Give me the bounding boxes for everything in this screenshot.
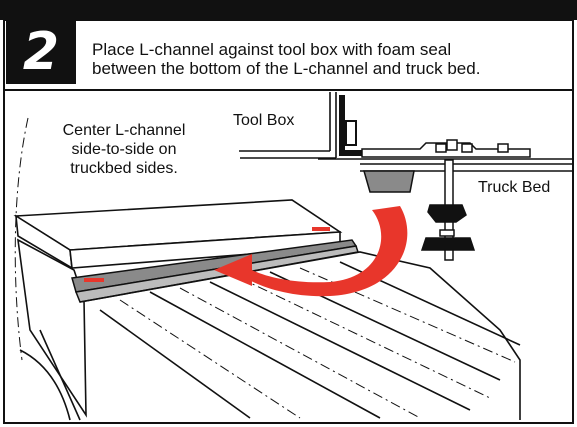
center-note: Center L-channel side-to-side on truckbe… [40, 121, 208, 178]
center-note-line-3: truckbed sides. [70, 160, 178, 177]
center-note-line-2: side-to-side on [71, 141, 177, 158]
placement-arrow [214, 206, 408, 297]
center-note-line-1: Center L-channel [62, 122, 186, 139]
step-number: 2 [22, 22, 60, 82]
truck-bed-label: Truck Bed [478, 179, 551, 196]
clamp-knob [420, 159, 476, 261]
tool-box [13, 199, 343, 418]
foam-seal [363, 170, 415, 193]
instruction-line-2: between the bottom of the L-channel and … [92, 59, 481, 78]
header-bar [0, 0, 577, 20]
l-channel-profile [339, 95, 362, 156]
instruction-line-1: Place L-channel against tool box with fo… [92, 40, 452, 59]
l-channel-installed [71, 227, 359, 303]
instruction-text: Place L-channel against tool box with fo… [92, 40, 572, 78]
tool-box-label: Tool Box [233, 112, 295, 129]
panel-border [3, 19, 574, 424]
detail-inset [239, 92, 574, 172]
clamp-rail [361, 139, 531, 158]
bed-ribs [14, 117, 516, 419]
step-number-badge: 2 [6, 20, 76, 84]
